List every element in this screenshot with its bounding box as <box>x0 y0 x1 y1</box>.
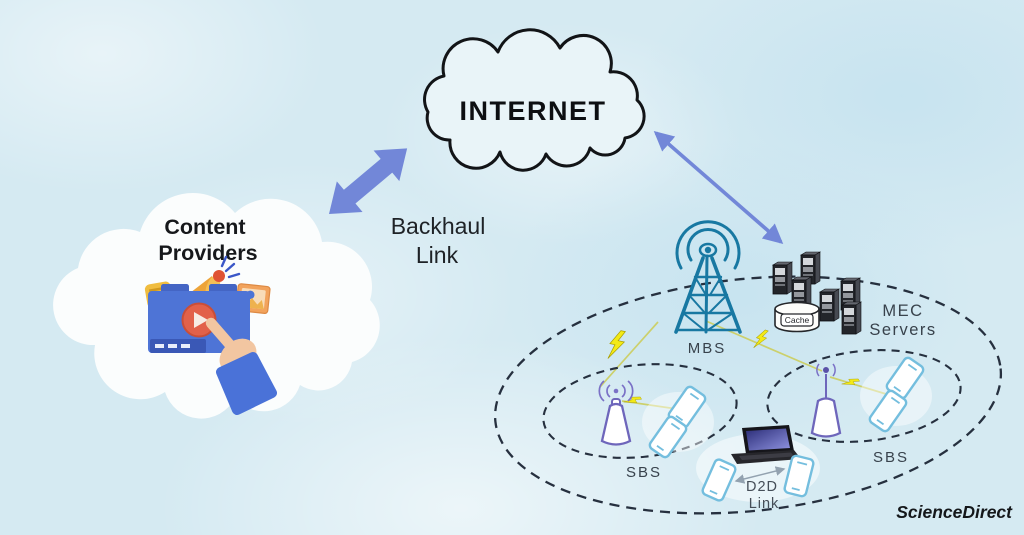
d2d-label-line2: Link <box>749 496 780 512</box>
mec-server-icon <box>819 288 840 322</box>
mec-label-line1: MEC <box>882 302 923 320</box>
macro-cell-boundary <box>493 275 1003 515</box>
content-cloud-title-line1: Content <box>164 215 245 239</box>
small-cell-right-boundary <box>766 349 962 443</box>
mec-servers-group: Cache <box>772 251 862 335</box>
internet-mec-arrow-icon <box>653 131 784 244</box>
backhaul-arrow-icon <box>329 148 408 214</box>
sbs-right-label: SBS <box>873 449 909 466</box>
backhaul-label-line1: Backhaul <box>391 213 486 239</box>
d2d-label-line1: D2D <box>746 479 778 495</box>
mbs-tower-icon <box>674 220 742 334</box>
lightning-bolt-icon <box>606 328 627 362</box>
backhaul-label-line2: Link <box>416 242 459 268</box>
lightning-bolt-icon <box>841 374 861 391</box>
sbs-left-label: SBS <box>626 464 662 481</box>
laptop-icon <box>731 425 801 464</box>
mec-server-icon <box>841 301 862 335</box>
wireless-link-line <box>599 321 659 388</box>
sciencedirect-logo: ScienceDirect <box>896 502 1013 522</box>
cloud-shape <box>423 28 646 172</box>
cache-cylinder-icon: Cache <box>774 301 820 333</box>
d2d-arrow-icon <box>734 466 786 484</box>
internet-cloud: INTERNET <box>423 28 646 172</box>
mec-server-icon <box>772 261 793 295</box>
cache-label: Cache <box>785 315 810 325</box>
mec-label-line2: Servers <box>869 321 936 339</box>
mbs-label: MBS <box>688 340 727 357</box>
content-cloud-title-line2: Providers <box>158 241 257 265</box>
content-provider-illustration <box>144 255 277 415</box>
wireless-link-line <box>829 376 887 395</box>
small-cell-left-boundary <box>542 363 738 459</box>
internet-label: INTERNET <box>460 96 607 126</box>
sbs-right-antenna-icon <box>810 363 842 438</box>
hand-cursor-icon <box>205 317 277 415</box>
sbs-left-antenna-icon <box>598 380 634 446</box>
content-providers-cloud: Content Providers <box>53 193 380 419</box>
